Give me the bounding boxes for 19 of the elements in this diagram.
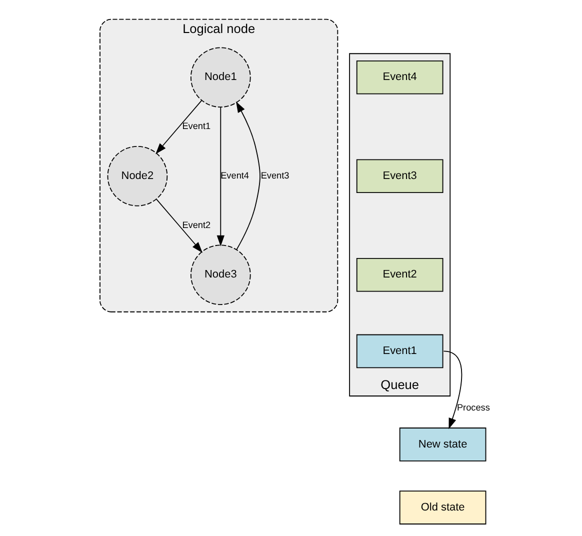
node-circle: Node3 <box>190 244 250 306</box>
edge-label: Event3 <box>260 170 289 180</box>
edge-label: Event1 <box>182 121 210 132</box>
node-box: Event3 <box>356 159 443 194</box>
arrow <box>216 106 224 246</box>
node-box: Old state <box>398 490 486 524</box>
arrow <box>155 100 202 154</box>
node-box: Event1 <box>356 334 443 368</box>
arrow <box>156 198 202 253</box>
edge-label: Event2 <box>182 220 210 230</box>
arrow <box>236 102 260 250</box>
node-circle: Node1 <box>190 47 250 108</box>
node-box: Event4 <box>356 60 443 94</box>
node-circle: Node2 <box>106 146 168 206</box>
arrow <box>442 350 462 430</box>
edge-label: Process <box>456 402 490 413</box>
edge-label: Event4 <box>220 170 249 180</box>
node-box: New state <box>398 428 486 462</box>
node-box: Event2 <box>356 258 443 292</box>
